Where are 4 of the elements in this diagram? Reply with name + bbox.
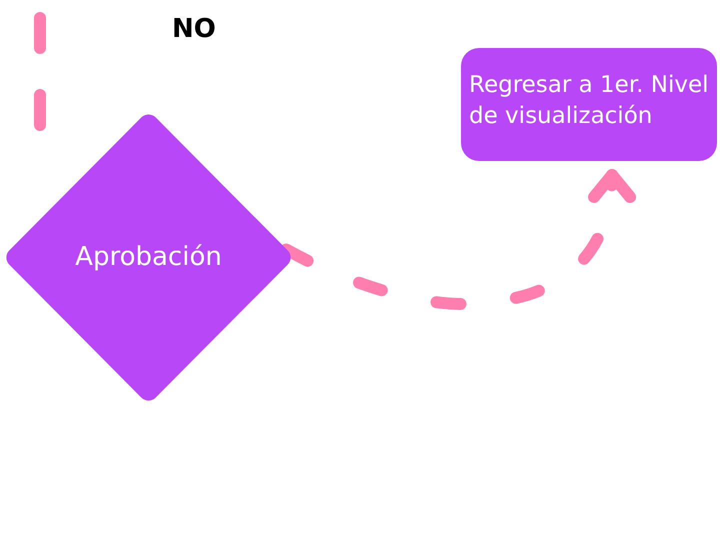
box-label: Regresar a 1er. Nivel de visualización: [469, 71, 710, 132]
decision-label: Aprobación: [75, 240, 222, 274]
branch-label: NO: [172, 14, 216, 44]
process-box: [461, 48, 717, 161]
